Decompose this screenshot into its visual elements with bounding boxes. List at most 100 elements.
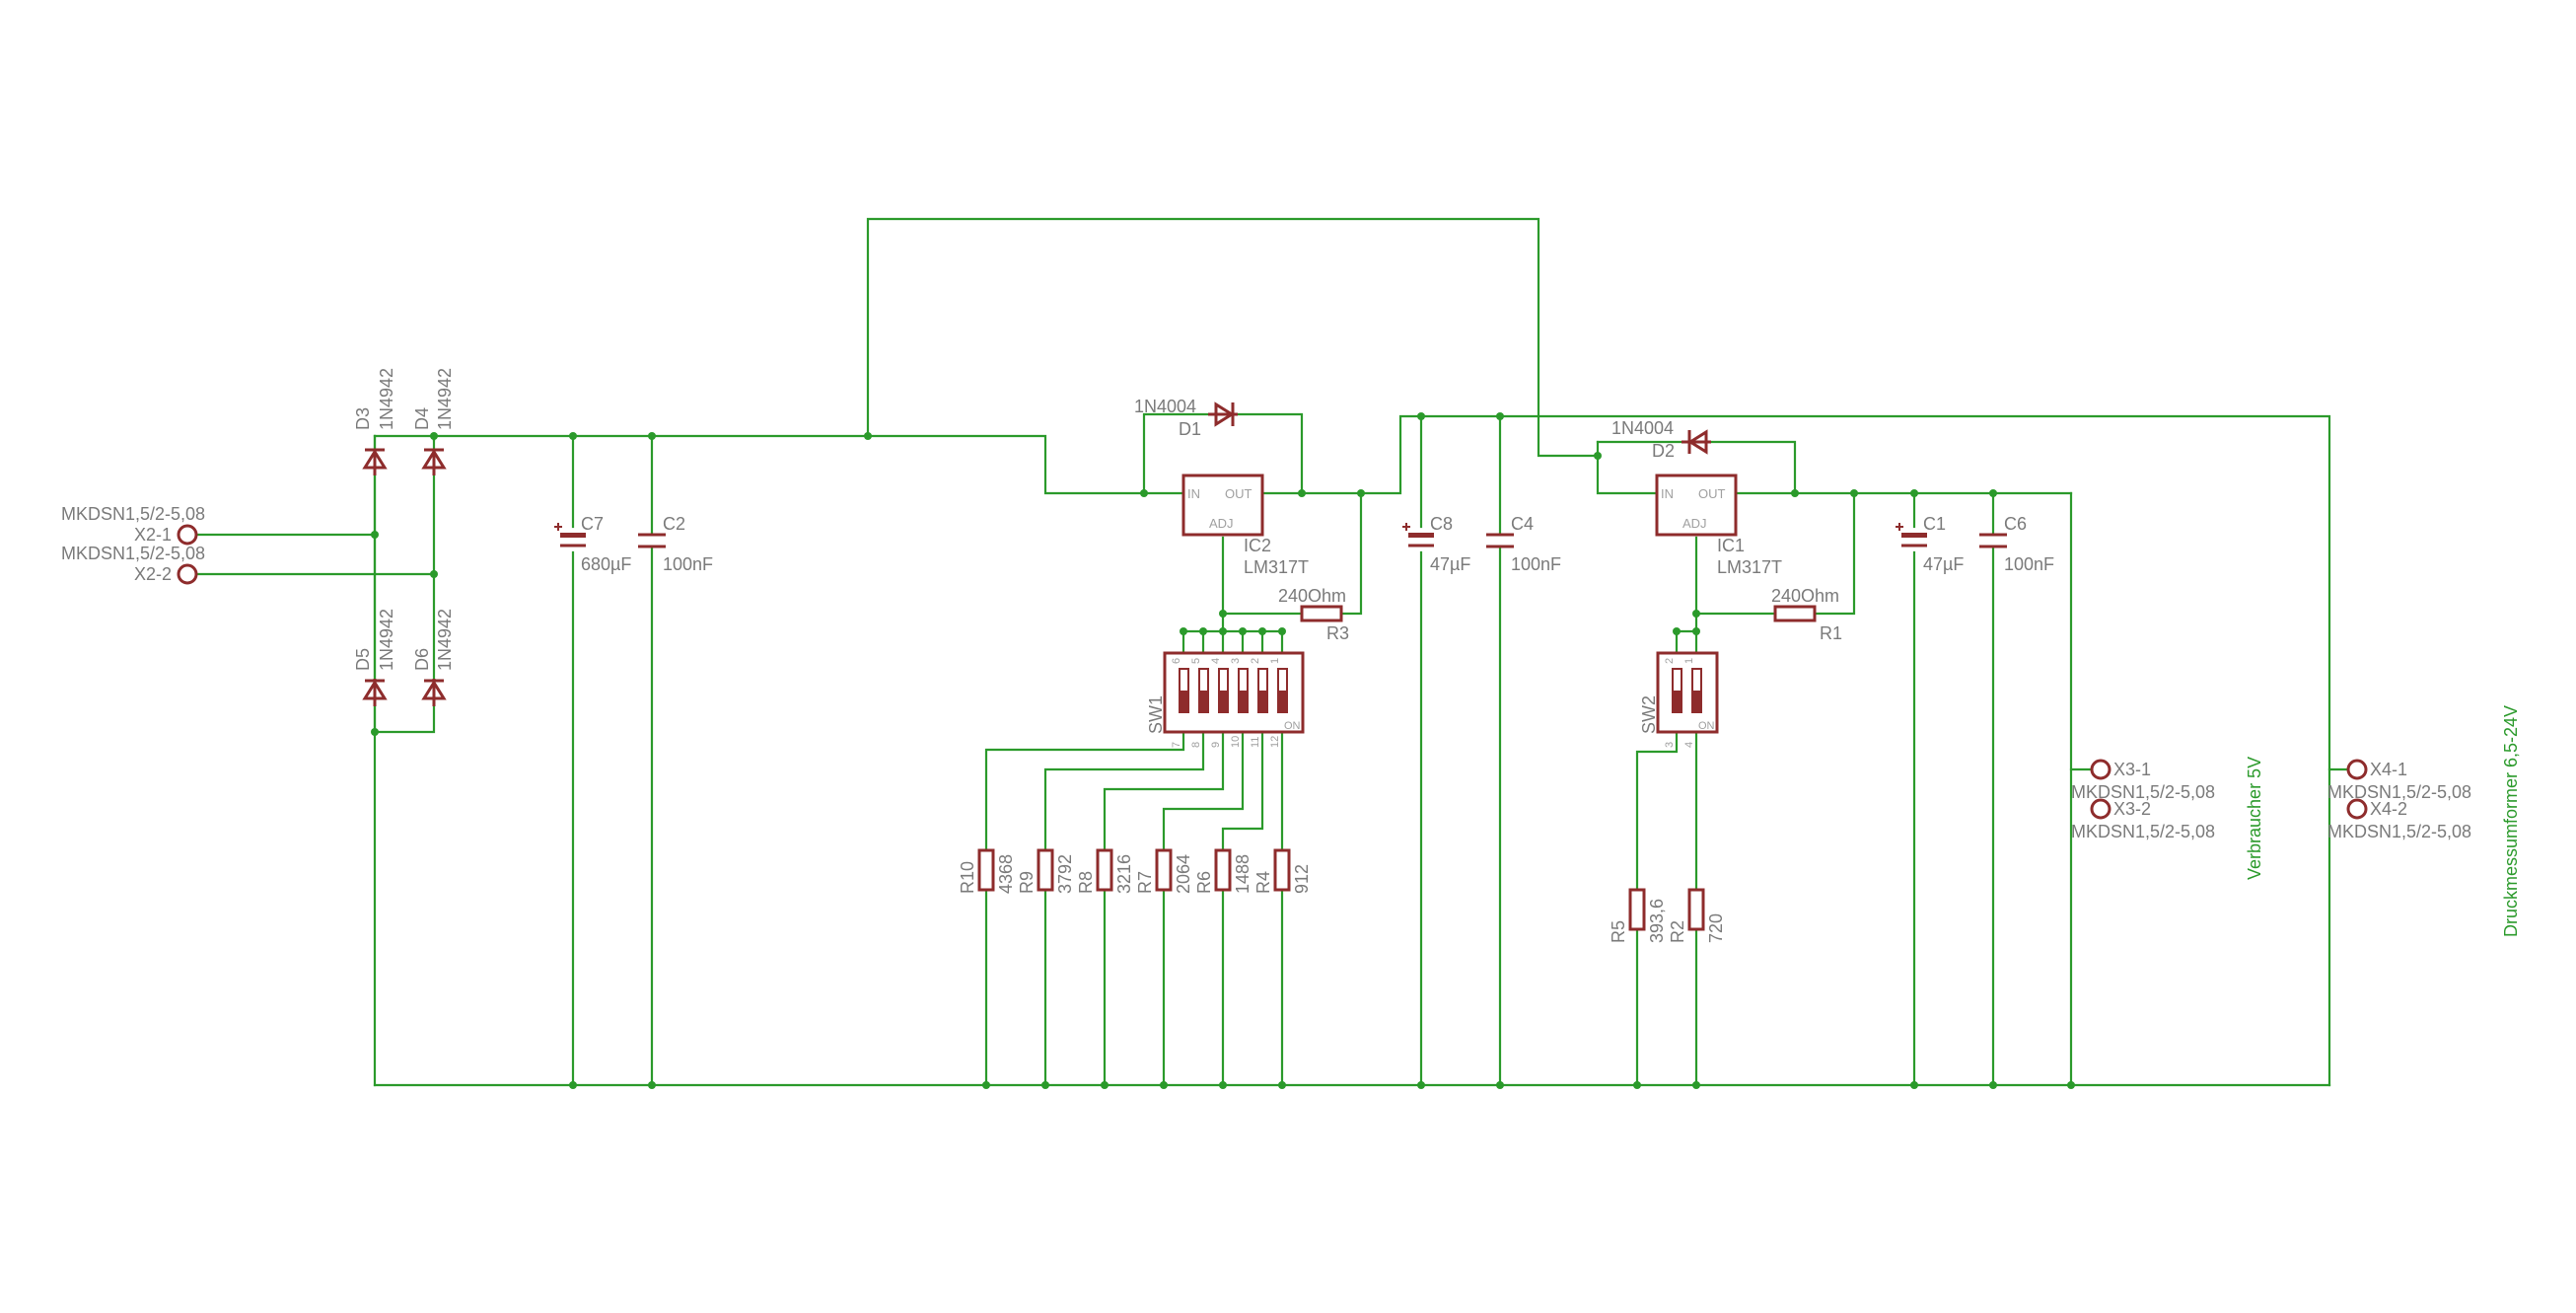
- net-label-consumer: Verbraucher 5V: [2245, 757, 2264, 880]
- regulator-ic2-value: LM317T: [1244, 557, 1309, 577]
- resistor-r5-name: R5: [1609, 920, 1628, 943]
- junction-dot: [1219, 610, 1227, 618]
- regulator-ic1-value: LM317T: [1717, 557, 1782, 577]
- sw1-pin-5: 5: [1190, 658, 1202, 664]
- diode-d3-value: 1N4942: [377, 368, 396, 430]
- diode-d3-name: D3: [353, 407, 373, 430]
- connector-x4-2-terminal: [2346, 798, 2368, 820]
- resistor-r7: R7 2064: [1135, 848, 1193, 894]
- resistor-r5-value: 393,6: [1647, 899, 1667, 943]
- resistor-r9-name: R9: [1017, 871, 1037, 894]
- connector-x3-1-value: MKDSN1,5/2-5,08: [2071, 782, 2215, 802]
- regulator-ic2: IN OUT ADJ IC2 LM317T: [1181, 474, 1309, 577]
- sw1-on-label: ON: [1284, 720, 1301, 732]
- connector-x4-1-label: X4-1: [2370, 760, 2407, 779]
- sw1-pin-4: 4: [1210, 658, 1222, 664]
- connector-x3-1-terminal: [2090, 759, 2111, 780]
- junction-dot: [1278, 627, 1286, 635]
- sw2-name: SW2: [1639, 695, 1659, 734]
- junction-dot: [1298, 489, 1306, 497]
- junction-dot: [1673, 627, 1681, 635]
- capacitor-c6-name: C6: [2004, 514, 2027, 534]
- resistor-r2-value: 720: [1706, 913, 1726, 943]
- regulator-ic2-pin-out: OUT: [1225, 486, 1252, 501]
- diode-d4: D4 1N4942: [412, 368, 455, 475]
- resistor-r1-value: 240Ohm: [1771, 586, 1839, 606]
- resistor-r10-name: R10: [958, 861, 977, 894]
- capacitor-c8-value: 47µF: [1430, 554, 1470, 574]
- connector-x2-2-label: X2-2: [134, 564, 172, 584]
- junction-dot: [371, 728, 379, 736]
- junction-dot: [1910, 489, 1918, 497]
- resistor-r8: R8 3216: [1076, 848, 1134, 894]
- connector-x2-1-label: X2-1: [134, 525, 172, 545]
- junctions: [371, 412, 2075, 1089]
- diode-d1-value: 1N4004: [1134, 397, 1196, 416]
- sw1-pin-8: 8: [1190, 742, 1202, 748]
- sw2-pin-4: 4: [1683, 742, 1695, 748]
- junction-dot: [1633, 1081, 1641, 1089]
- diode-d5-value: 1N4942: [377, 609, 396, 671]
- resistor-r2: R2 720: [1668, 888, 1726, 943]
- regulator-ic2-name: IC2: [1244, 536, 1271, 555]
- regulator-ic2-pin-adj: ADJ: [1209, 516, 1234, 531]
- junction-dot: [1199, 627, 1207, 635]
- diode-d4-name: D4: [412, 407, 432, 430]
- junction-dot: [1219, 1081, 1227, 1089]
- junction-dot: [569, 1081, 577, 1089]
- resistor-r4-value: 912: [1292, 864, 1312, 894]
- junction-dot: [864, 432, 872, 440]
- diode-d1: 1N4004 D1: [1134, 397, 1238, 439]
- sw1-name: SW1: [1146, 695, 1166, 734]
- junction-dot: [1989, 489, 1997, 497]
- sw1-pin-6: 6: [1171, 658, 1182, 664]
- connector-x4-1-terminal: [2346, 759, 2368, 780]
- connector-x2-1-terminal: [177, 524, 198, 546]
- capacitor-c2-value: 100nF: [663, 554, 713, 574]
- connector-x3-2-value: MKDSN1,5/2-5,08: [2071, 822, 2215, 841]
- sw1-pin-3: 3: [1230, 658, 1242, 664]
- junction-dot: [1041, 1081, 1049, 1089]
- diode-d2-value: 1N4004: [1611, 418, 1674, 438]
- junction-dot: [648, 1081, 656, 1089]
- dip-switch-sw2: 2 1 3 4 ON SW2: [1639, 651, 1719, 748]
- resistor-r10-value: 4368: [996, 854, 1016, 894]
- resistor-r2-name: R2: [1668, 920, 1687, 943]
- sw2-pin-2: 2: [1664, 658, 1676, 664]
- sw1-pin-2: 2: [1250, 658, 1261, 664]
- junction-dot: [1910, 1081, 1918, 1089]
- connector-x2-1-value: MKDSN1,5/2-5,08: [61, 504, 205, 524]
- capacitor-c4-value: 100nF: [1511, 554, 1561, 574]
- junction-dot: [1101, 1081, 1109, 1089]
- connector-x4-1-value: MKDSN1,5/2-5,08: [2327, 782, 2471, 802]
- capacitor-c8: C8 47µF: [1402, 514, 1470, 574]
- sw2-pin-1: 1: [1683, 658, 1695, 664]
- junction-dot: [371, 531, 379, 539]
- capacitor-c7-name: C7: [581, 514, 604, 534]
- connector-x3-2-terminal: [2090, 798, 2111, 820]
- capacitor-c6-value: 100nF: [2004, 554, 2054, 574]
- junction-dot: [1219, 627, 1227, 635]
- resistor-r7-name: R7: [1135, 871, 1155, 894]
- junction-dot: [2067, 1081, 2075, 1089]
- junction-dot: [1160, 1081, 1168, 1089]
- wires: [188, 217, 2350, 1087]
- sw2-on-label: ON: [1698, 720, 1715, 732]
- connector-x2-2-terminal: [177, 563, 198, 585]
- junction-dot: [1180, 627, 1187, 635]
- resistor-r7-value: 2064: [1174, 854, 1193, 894]
- sw1-pin-7: 7: [1171, 742, 1182, 748]
- dip-switch-sw1: 6 5 4 3 2 1 7 8 9 10 11 12 ON SW1: [1146, 651, 1305, 748]
- capacitor-c1: C1 47µF: [1896, 514, 1964, 574]
- resistor-r3: 240Ohm R3: [1278, 586, 1349, 643]
- sw1-pin-10: 10: [1230, 736, 1242, 748]
- sw2-pin-3: 3: [1664, 742, 1676, 748]
- junction-dot: [1496, 412, 1504, 420]
- capacitor-c2-name: C2: [663, 514, 685, 534]
- regulator-ic1: IN OUT ADJ IC1 LM317T: [1655, 474, 1782, 577]
- capacitor-c1-name: C1: [1923, 514, 1946, 534]
- sw1-pin-12: 12: [1269, 736, 1281, 748]
- connector-x3: X3-1 MKDSN1,5/2-5,08 X3-2 MKDSN1,5/2-5,0…: [2071, 759, 2215, 841]
- junction-dot: [1417, 412, 1425, 420]
- regulator-ic1-name: IC1: [1717, 536, 1745, 555]
